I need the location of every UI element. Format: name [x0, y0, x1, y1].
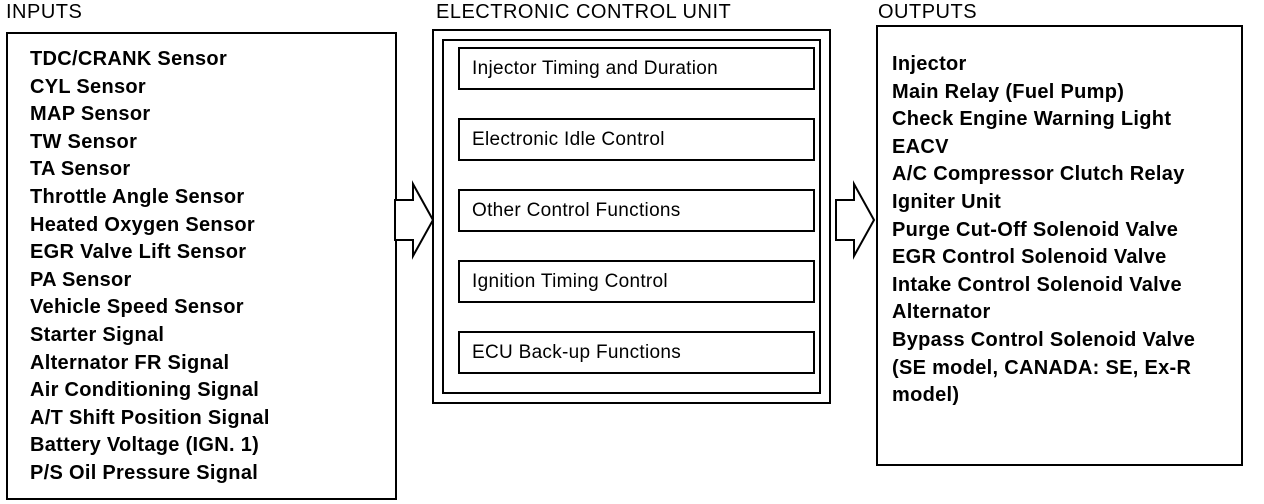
outputs-item: Bypass Control Solenoid Valve [892, 328, 1196, 351]
outputs-item: model) [892, 384, 960, 407]
outputs-item: (SE model, CANADA: SE, Ex-R [892, 356, 1192, 379]
inputs-item: Alternator FR Signal [30, 351, 230, 374]
inputs-heading: INPUTS [6, 1, 83, 23]
ecu-box: Injector Timing and Duration Electronic … [432, 29, 831, 404]
outputs-item: Main Relay (Fuel Pump) [892, 80, 1125, 103]
outputs-item: A/C Compressor Clutch Relay [892, 163, 1185, 186]
inputs-item: PA Sensor [30, 268, 132, 291]
inputs-item: MAP Sensor [30, 103, 151, 126]
outputs-item: Injector [892, 53, 967, 75]
outputs-item: Alternator [892, 301, 991, 324]
ecu-inner-frame: Injector Timing and Duration Electronic … [442, 39, 821, 394]
inputs-item: Throttle Angle Sensor [30, 185, 245, 208]
inputs-item: Starter Signal [30, 323, 165, 346]
ecu-function-other-control: Other Control Functions [458, 189, 815, 232]
arrow-inputs-to-ecu [394, 180, 435, 260]
outputs-item: EACV [892, 135, 949, 158]
outputs-item: Igniter Unit [892, 190, 1002, 213]
outputs-item: Check Engine Warning Light [892, 108, 1172, 131]
outputs-item: Intake Control Solenoid Valve [892, 273, 1182, 296]
inputs-item: Vehicle Speed Sensor [30, 296, 244, 319]
outputs-item: Purge Cut-Off Solenoid Valve [892, 218, 1179, 241]
inputs-item: A/T Shift Position Signal [30, 406, 270, 429]
outputs-item: EGR Control Solenoid Valve [892, 246, 1167, 269]
ecu-function-idle-control: Electronic Idle Control [458, 118, 815, 161]
outputs-heading: OUTPUTS [878, 1, 978, 23]
ecu-function-injector-timing: Injector Timing and Duration [458, 47, 815, 90]
arrow-ecu-to-outputs [835, 180, 876, 260]
inputs-item: TW Sensor [30, 130, 138, 153]
ecu-heading: ELECTRONIC CONTROL UNIT [436, 1, 732, 23]
inputs-item: CYL Sensor [30, 75, 146, 98]
inputs-item: Battery Voltage (IGN. 1) [30, 434, 260, 457]
inputs-item: EGR Valve Lift Sensor [30, 241, 247, 264]
ecu-function-backup: ECU Back-up Functions [458, 331, 815, 374]
inputs-item: P/S Oil Pressure Signal [30, 461, 259, 484]
ecu-function-ignition-timing: Ignition Timing Control [458, 260, 815, 303]
inputs-item: TA Sensor [30, 158, 131, 181]
inputs-item: Heated Oxygen Sensor [30, 213, 255, 236]
inputs-item: Air Conditioning Signal [30, 379, 260, 402]
inputs-item: TDC/CRANK Sensor [30, 48, 228, 70]
